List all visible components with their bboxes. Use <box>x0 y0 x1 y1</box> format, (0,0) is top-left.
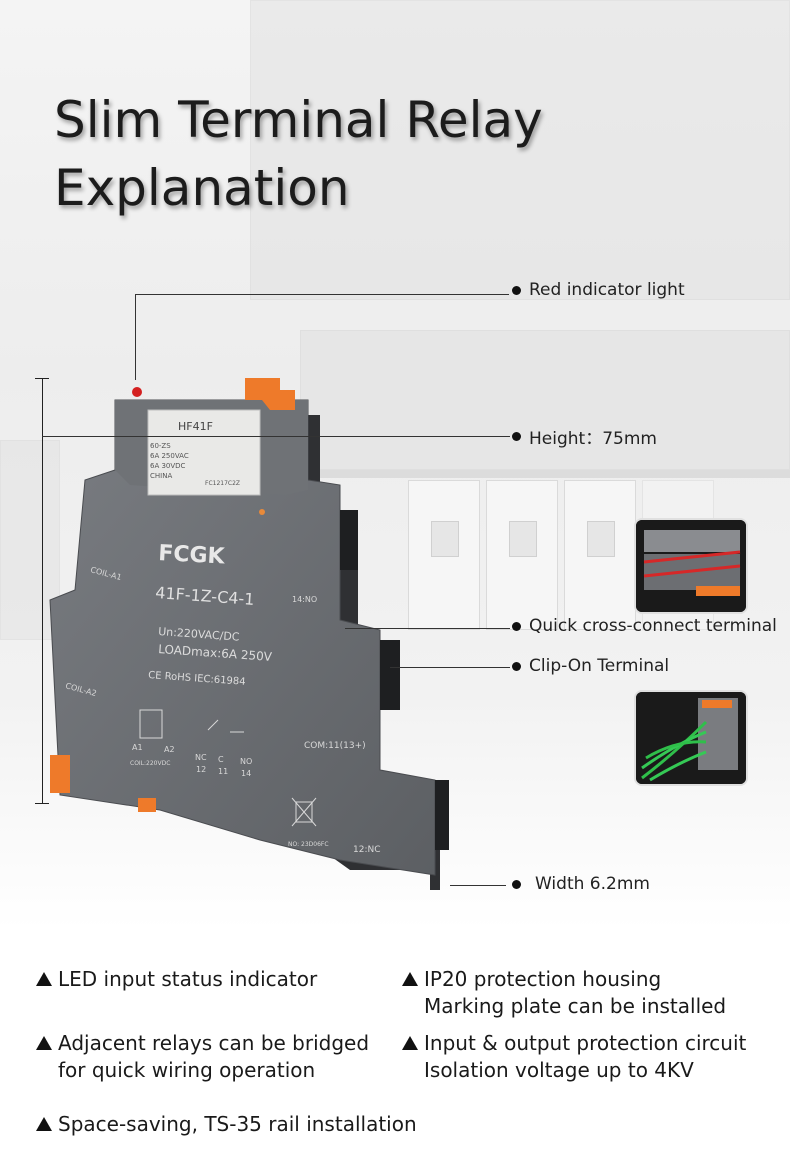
pin-12-label: 12 <box>196 765 206 774</box>
callout-indicator-text: Red indicator light <box>529 280 685 300</box>
relay-inner-label-plate <box>147 409 261 496</box>
clip-on-image <box>636 692 746 784</box>
relay-housing <box>49 399 436 876</box>
weee-bin-icon <box>295 801 313 823</box>
height-leader <box>42 436 510 437</box>
bullet-dot-icon <box>512 661 521 671</box>
clip-on-leader <box>390 667 510 668</box>
feature-text: for quick wiring operation <box>58 1058 316 1082</box>
cross-connect-leader <box>345 628 510 629</box>
contact-schematic-icon <box>207 719 244 733</box>
orange-release-tab-bottom <box>50 755 70 793</box>
pin-a1-label: A1 <box>132 743 143 752</box>
indicator-leader-horizontal <box>135 294 509 295</box>
bullet-dot-icon <box>512 621 521 631</box>
page-title: Slim Terminal Relay Explanation <box>54 86 543 222</box>
feature-text: IP20 protection housing <box>424 967 662 991</box>
callout-width-text: Width 6.2mm <box>535 874 650 894</box>
orange-release-tab-top <box>245 378 295 410</box>
triangle-bullet-icon <box>402 1036 418 1050</box>
feature-item: IP20 protection housing Marking plate ca… <box>402 966 726 1020</box>
relay-inner-brand: HF41F <box>178 420 213 433</box>
relay-inner-line4: CHINA <box>150 472 172 480</box>
height-dimension-bottom-tick <box>35 803 49 804</box>
triangle-bullet-icon <box>36 972 52 986</box>
relay-inner-line3: 6A 30VDC <box>150 462 186 470</box>
callout-clip-on-text: Clip-On Terminal <box>529 656 670 676</box>
relay-com-label: COM:11(13+) <box>304 741 366 751</box>
callout-height: Height：75mm <box>512 424 657 449</box>
pin-a2-label: A2 <box>164 745 175 754</box>
cross-connect-image <box>636 520 746 612</box>
height-dimension-top-tick <box>35 378 49 379</box>
feature-text: LED input status indicator <box>58 967 318 991</box>
bullet-dot-icon <box>512 432 521 441</box>
feature-text: Adjacent relays can be bridged <box>58 1031 370 1055</box>
cross-connect-thumbnail <box>634 518 748 614</box>
weee-cross-icon <box>291 797 317 827</box>
feature-item: Space-saving, TS-35 rail installation <box>36 1111 417 1138</box>
bullet-dot-icon <box>512 285 521 295</box>
triangle-bullet-icon <box>36 1117 52 1131</box>
relay-illustration: HF41F 60-ZS 6A 250VAC 6A 30VDC CHINA FC1… <box>49 378 449 890</box>
feature-text: Isolation voltage up to 4KV <box>424 1058 694 1082</box>
status-dot <box>259 509 265 515</box>
feature-item: LED input status indicator <box>36 966 317 993</box>
callout-cross-connect-text: Quick cross-connect terminal <box>529 616 777 636</box>
terminal-opening-2 <box>380 640 400 710</box>
callout-indicator: Red indicator light <box>512 280 685 300</box>
coil-voltage-label: COIL:220VDC <box>130 760 170 767</box>
page-title-line1: Slim Terminal Relay <box>54 91 543 149</box>
indicator-leader-vertical <box>135 294 136 380</box>
pin-14-label: 14 <box>241 769 251 778</box>
triangle-bullet-icon <box>402 972 418 986</box>
pin-no-label: NO <box>240 757 252 766</box>
feature-item: Adjacent relays can be bridged for quick… <box>36 1030 369 1084</box>
pin-c-label: C <box>218 755 224 764</box>
page-title-line2: Explanation <box>54 159 350 217</box>
clip-on-thumbnail <box>634 690 748 786</box>
relay-nc-label: 12:NC <box>353 845 381 855</box>
feature-text: Input & output protection circuit <box>424 1031 747 1055</box>
relay-inner-cert: FC1217C2Z <box>205 480 240 487</box>
triangle-bullet-icon <box>36 1036 52 1050</box>
relay-serial: NO: 23D06FC <box>288 841 329 848</box>
bullet-dot-icon <box>512 879 521 889</box>
red-led-icon <box>132 387 142 397</box>
callout-clip-on: Clip-On Terminal <box>512 656 669 676</box>
callout-cross-connect: Quick cross-connect terminal <box>512 616 777 636</box>
relay-brand: FCGK <box>158 541 226 569</box>
terminal-opening-1 <box>340 510 358 570</box>
feature-text: Space-saving, TS-35 rail installation <box>58 1112 417 1136</box>
relay-no-label: 14:NO <box>292 595 317 604</box>
feature-text: Marking plate can be installed <box>424 994 727 1018</box>
relay-inner-line1: 60-ZS <box>150 442 171 450</box>
coil-schematic-icon <box>139 709 163 739</box>
pin-nc-label: NC <box>195 753 207 762</box>
width-leader <box>450 885 506 886</box>
height-dimension-bar <box>42 378 43 803</box>
terminal-opening-3 <box>435 780 449 850</box>
pin-11-label: 11 <box>218 767 228 776</box>
relay-rating-line1: Un:220VAC/DC <box>158 625 240 644</box>
callout-height-text: Height：75mm <box>529 429 657 449</box>
relay-inner-line2: 6A 250VAC <box>150 452 189 460</box>
feature-item: Input & output protection circuit Isolat… <box>402 1030 746 1084</box>
orange-foot-tab <box>138 798 156 812</box>
callout-width: Width 6.2mm <box>512 874 650 894</box>
